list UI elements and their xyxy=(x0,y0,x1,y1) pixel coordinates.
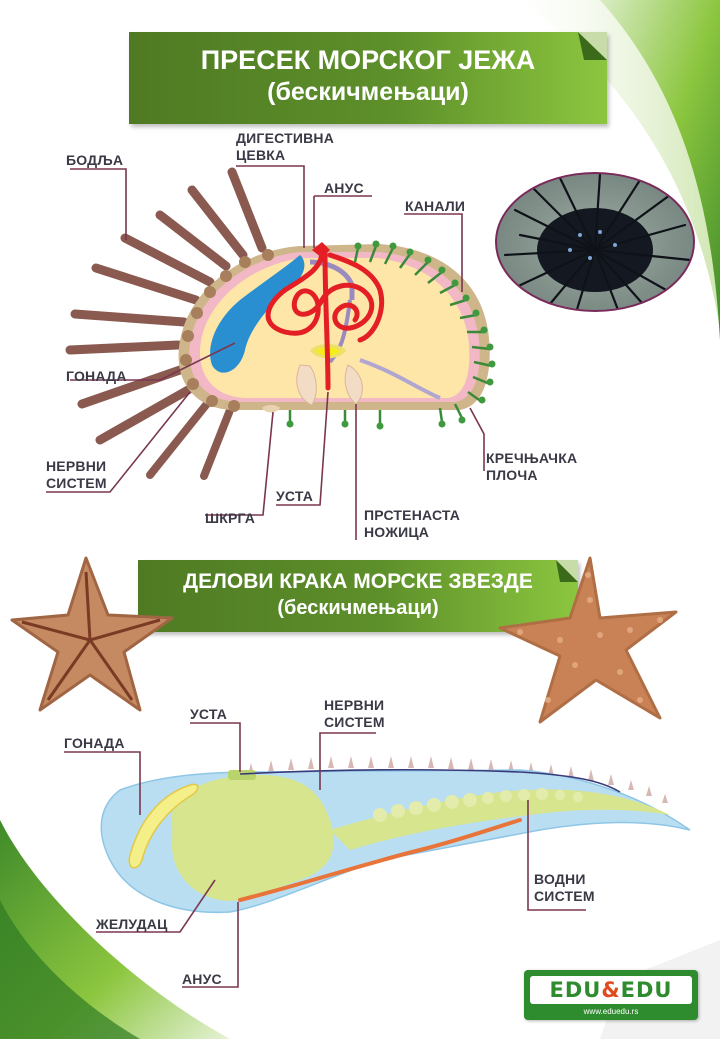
starfish-title: ДЕЛОВИ КРАКА МОРСКЕ ЗВЕЗДЕ xyxy=(183,570,533,593)
label-spine: БОДЉА xyxy=(66,152,124,168)
label-anus: АНУС xyxy=(324,180,364,196)
label-plate-line2: ПЛОЧА xyxy=(486,467,538,483)
label-nerve-line2: СИСТЕМ xyxy=(46,475,107,491)
title-banner-urchin: ПРЕСЕК МОРСКОГ ЈЕЖА (бескичмењаци) xyxy=(129,32,607,124)
arm-label-stomach: ЖЕЛУДАЦ xyxy=(96,916,168,932)
logo-amp: & xyxy=(601,978,621,1002)
label-canals: КАНАЛИ xyxy=(405,198,466,214)
label-gill: ШКРГА xyxy=(205,510,256,526)
label-plate-line1: КРЕЧЊАЧКА xyxy=(486,450,578,466)
arm-label-mouth: УСТА xyxy=(190,706,228,722)
arm-label-nerve-line1: НЕРВНИ xyxy=(324,697,385,713)
label-nerve-line1: НЕРВНИ xyxy=(46,458,107,474)
logo-text: EDU&EDU xyxy=(530,976,692,1004)
arm-label-nerve-line2: СИСТЕМ xyxy=(324,714,385,730)
label-mouth: УСТА xyxy=(276,488,314,504)
eduedu-logo[interactable]: EDU&EDU www.eduedu.rs xyxy=(524,970,698,1020)
urchin-title: ПРЕСЕК МОРСКОГ ЈЕЖА xyxy=(200,45,536,75)
label-digestive-line2: ЦЕВКА xyxy=(236,147,286,163)
label-gonad: ГОНАДА xyxy=(66,368,127,384)
urchin-subtitle: (бескичмењаци) xyxy=(267,78,469,106)
arm-label-water-line2: СИСТЕМ xyxy=(534,888,595,904)
logo-url: www.eduedu.rs xyxy=(583,1007,639,1016)
arm-label-anus: АНУС xyxy=(182,971,222,987)
label-ring-line1: ПРСТЕНАСТА xyxy=(364,507,461,523)
logo-right: EDU xyxy=(620,978,673,1002)
starfish-left xyxy=(10,556,174,712)
label-digestive-line1: ДИГЕСТИВНА xyxy=(236,130,335,146)
logo-left: EDU xyxy=(549,978,602,1002)
starfish-subtitle: (бескичмењаци) xyxy=(277,597,439,619)
title-banner-starfish: ДЕЛОВИ КРАКА МОРСКЕ ЗВЕЗДЕ (бескичмењаци… xyxy=(138,560,578,632)
label-ring-line2: НОЖИЦА xyxy=(364,524,430,540)
arm-label-gonad: ГОНАДА xyxy=(64,735,125,751)
arm-label-water-line1: ВОДНИ xyxy=(534,871,586,887)
starfish-right xyxy=(498,556,678,724)
